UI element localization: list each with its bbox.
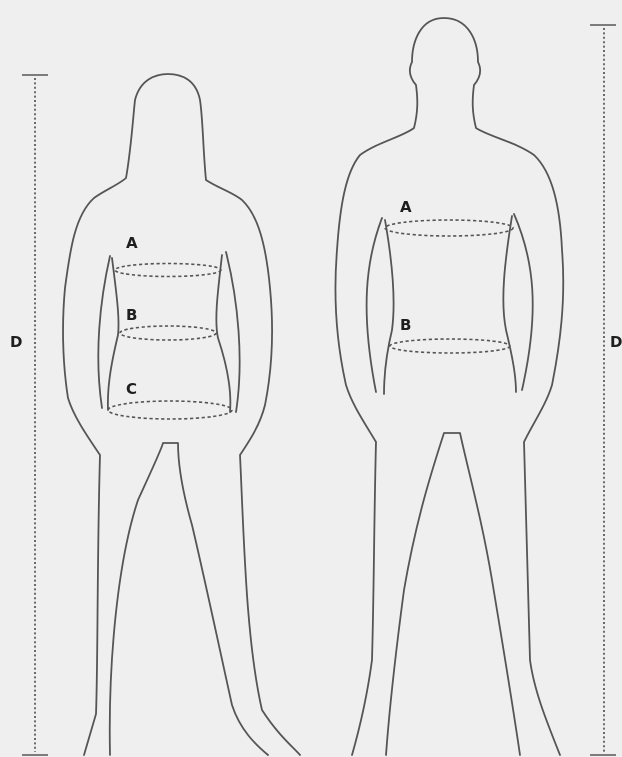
female-measure-b-tape xyxy=(120,326,216,340)
female-inner-legs xyxy=(110,443,268,755)
male-measure-b-tape xyxy=(390,339,510,353)
male-label-a: A xyxy=(400,198,412,216)
male-left-torso-line xyxy=(384,220,394,394)
male-silhouette xyxy=(335,18,563,755)
male-right-arm-line xyxy=(514,214,533,390)
male-inner-legs xyxy=(386,433,520,755)
male-label-b: B xyxy=(400,316,411,334)
female-label-b: B xyxy=(126,306,137,324)
female-label-a: A xyxy=(126,234,138,252)
male-figure: D A B xyxy=(335,18,622,755)
female-silhouette xyxy=(63,74,300,755)
female-figure: D A B C xyxy=(10,74,300,755)
male-left-arm-line xyxy=(367,218,382,392)
female-label-c: C xyxy=(126,380,137,398)
female-right-arm-line xyxy=(226,252,240,412)
female-measure-c-tape xyxy=(108,401,232,419)
female-left-torso-line xyxy=(108,258,119,410)
female-right-torso-line xyxy=(216,255,230,412)
male-measure-a-tape xyxy=(385,220,513,236)
female-measure-a-tape xyxy=(115,264,221,277)
male-right-torso-line xyxy=(503,216,516,392)
female-height-label: D xyxy=(10,333,22,351)
male-height-label: D xyxy=(610,333,622,351)
